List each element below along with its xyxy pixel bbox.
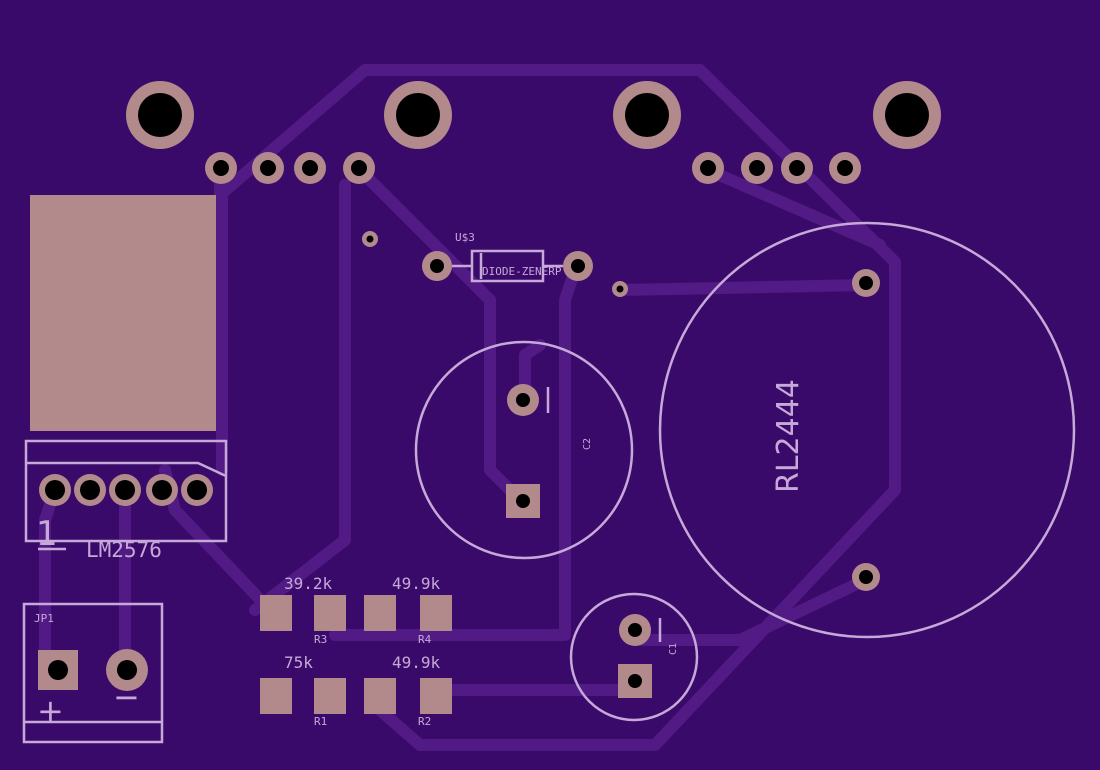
r1-ref-label: R1 <box>314 715 327 728</box>
relay-rl2444: RL2444 <box>658 221 1076 639</box>
jumper-label: JP1 <box>34 612 54 625</box>
r3-pad-2 <box>314 595 346 631</box>
jumper-jp1: JP1 + − <box>22 602 164 744</box>
cap2-label: C2 <box>582 438 593 450</box>
zener-ref-label: U$3 <box>455 231 475 244</box>
r1-pad-1 <box>260 678 292 714</box>
r2-pad-2 <box>420 678 452 714</box>
cap1-label: C1 <box>668 643 679 655</box>
vias <box>362 231 628 297</box>
r1-pad-2 <box>314 678 346 714</box>
regulator-label: LM2576 <box>86 538 162 562</box>
jumper-minus-label: − <box>113 678 140 716</box>
mount-hole-2 <box>396 93 440 137</box>
trace-right-header <box>702 164 886 251</box>
header-left <box>205 152 375 184</box>
relay-label: RL2444 <box>771 379 806 493</box>
r4-pad-2 <box>420 595 452 631</box>
r2-ref-label: R2 <box>418 715 431 728</box>
zener-diode: U$3 DIODE-ZENERP <box>422 231 593 283</box>
resistors: 39.2k 49.9k R3 R4 75k 49.9k R1 R2 <box>260 574 452 728</box>
trace-diode-right <box>354 164 526 506</box>
capacitor-c1: C1 <box>569 592 699 722</box>
trace-center-down <box>249 179 351 616</box>
r2-pad-1 <box>364 678 396 714</box>
trace-diode-left-down <box>329 264 581 641</box>
r3-pad-1 <box>260 595 292 631</box>
r4-ref-label: R4 <box>418 633 432 646</box>
mount-hole-1 <box>138 93 182 137</box>
trace-relay-bottom <box>629 574 871 646</box>
mounting-holes <box>126 81 941 149</box>
regulator-pin1-label: 1 <box>36 514 58 554</box>
mount-hole-4 <box>885 93 929 137</box>
jumper-plus-label: + <box>37 692 64 730</box>
r4-value-label: 49.9k <box>392 574 441 593</box>
r1-value-label: 75k <box>284 653 313 672</box>
mount-hole-3 <box>625 93 669 137</box>
trace-relay-top <box>614 279 871 296</box>
r2-value-label: 49.9k <box>392 653 441 672</box>
capacitor-c2: C2 <box>414 340 634 560</box>
r3-ref-label: R3 <box>314 633 327 646</box>
r4-pad-1 <box>364 595 396 631</box>
header-right <box>692 152 861 184</box>
regulator-lm2576: 1 LM2576 <box>24 195 228 562</box>
r3-value-label: 39.2k <box>284 574 333 593</box>
zener-value-label: DIODE-ZENERP <box>482 265 562 278</box>
regulator-thermal-pad <box>30 195 216 431</box>
